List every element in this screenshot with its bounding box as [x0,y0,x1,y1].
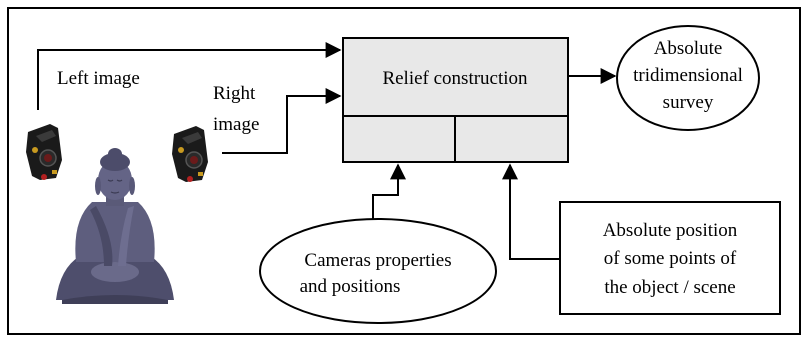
left-image-label: Left image [57,68,140,89]
abs-pos-line1: Absolute position [603,220,738,241]
output-label-line3: survey [663,92,714,113]
buddha-statue-image [56,148,174,304]
arrow-cameras-to-relief [372,163,406,219]
relief-construction-box: Relief construction [342,37,569,163]
right-image-label-line1: Right [213,83,256,104]
right-image-label-line2: image [213,114,259,135]
output-label-line2: tridimensional [633,65,743,86]
arrow-right-image [222,88,342,154]
arrow-abspos-to-relief [502,163,560,260]
arrow-left-image [37,42,342,110]
cameras-label-line1: Cameras properties [304,250,451,271]
abs-pos-line3: the object / scene [604,277,735,298]
output-ellipse: Absolute tridimensional survey [616,25,760,131]
abs-pos-line2: of some points of [604,248,737,269]
camera-icon [172,126,208,182]
relief-construction-label: Relief construction [382,68,528,89]
output-label-line1: Absolute [654,38,723,59]
absolute-position-box: Absolute position of some points of the … [559,201,781,315]
camera-icon [26,124,62,180]
cameras-properties-ellipse: Cameras properties and positions [259,218,497,324]
cameras-label-line2: and positions [300,276,401,297]
